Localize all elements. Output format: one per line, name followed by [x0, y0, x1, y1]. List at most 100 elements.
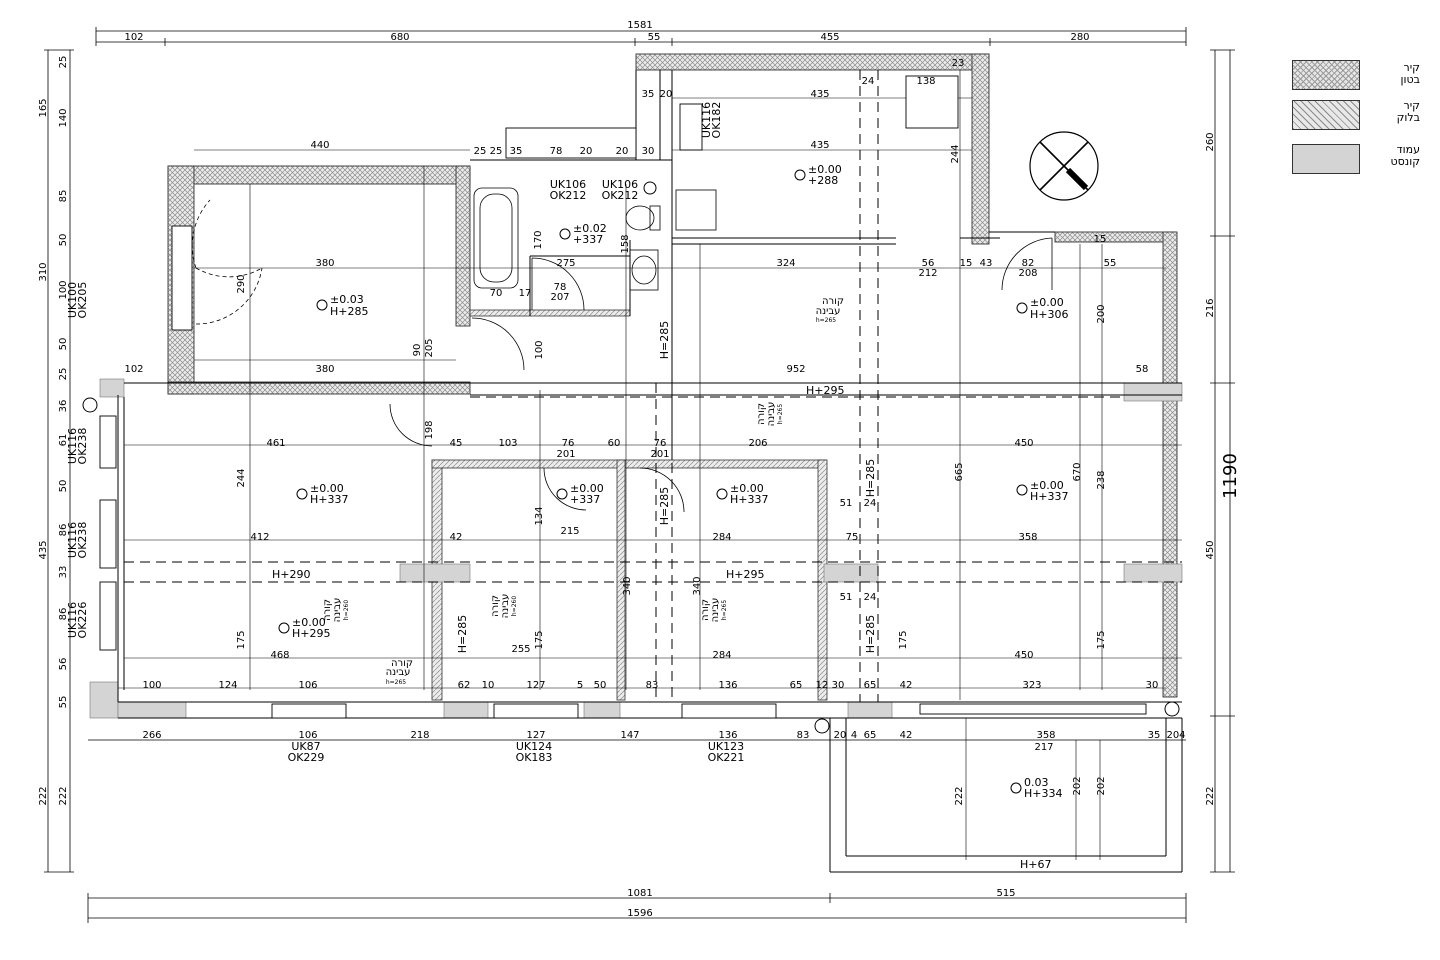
dimension-labels: 1581 102 680 55 455 280 1081 515 1596 26…: [38, 20, 1216, 919]
dim-left: 222: [38, 786, 49, 805]
dim-interior: 124: [218, 680, 237, 691]
dim-interior: 201: [556, 449, 575, 460]
dim-interior: 238: [1096, 470, 1107, 489]
dim-interior: 82: [1022, 258, 1035, 269]
dim-interior: 65: [864, 680, 877, 691]
dim-bottom: 83: [797, 730, 810, 741]
beam-note: קורה עבינה h=265: [700, 598, 728, 623]
dim-interior: 461: [266, 438, 285, 449]
height-label: H+290: [272, 568, 310, 581]
height-label: H=285: [864, 615, 877, 653]
dim-interior: 244: [950, 144, 961, 163]
dim-interior: 25: [474, 146, 487, 157]
dim-left: 222: [58, 786, 69, 805]
svg-text:±0.00: ±0.00: [292, 616, 326, 629]
svg-text:עבינה: עבינה: [332, 598, 343, 623]
window-label-ok: OK226: [76, 602, 89, 639]
dim-interior: 200: [1096, 304, 1107, 323]
svg-text:H+337: H+337: [1030, 490, 1068, 503]
legend-item-concrete-column: עמוד קונסט: [1290, 140, 1430, 184]
total-side-dimension: 1190: [1220, 453, 1241, 499]
window-label-uk: UK123: [708, 740, 744, 753]
dim-interior: 284: [712, 532, 731, 543]
svg-text:h=265: h=265: [721, 600, 728, 620]
concrete-wall-swatch: [1292, 60, 1360, 90]
svg-text:עבינה: עבינה: [500, 594, 511, 619]
dim-interior: 435: [810, 89, 829, 100]
window-label-uk: UK116: [66, 602, 79, 638]
dim-bottom: 358: [1036, 730, 1055, 741]
dim-interior: 358: [1018, 532, 1037, 543]
svg-text:±0.03: ±0.03: [330, 293, 364, 306]
window-label-uk: UK124: [516, 740, 552, 753]
north-compass-icon: [1029, 131, 1099, 201]
dim-left: 36: [58, 400, 69, 413]
concrete-columns: [89, 378, 1183, 719]
dim-left: 33: [58, 566, 69, 579]
dim-interior: 83: [646, 680, 659, 691]
window-label-ok: OK212: [602, 189, 639, 202]
level-marker: 0.03H+334: [1010, 776, 1062, 800]
height-label: H+67: [1020, 858, 1052, 871]
dim-interior: 202: [1096, 776, 1107, 795]
svg-text:עבינה: עבינה: [766, 402, 777, 427]
level-marker: ±0.00+337: [556, 482, 604, 506]
level-marker: ±0.00H+337: [716, 482, 768, 506]
dashed-lines: [124, 70, 1182, 702]
beam-note: קורה עבינה h=260: [322, 598, 350, 623]
dim-interior: 51: [840, 592, 853, 603]
dim-top: 102: [124, 32, 143, 43]
height-label: H+295: [726, 568, 764, 581]
window-label-uk: UK106: [602, 178, 638, 191]
dim-left: 61: [58, 434, 69, 447]
dim-interior: 412: [250, 532, 269, 543]
dim-bottom: 35: [1148, 730, 1161, 741]
svg-text:h=265: h=265: [386, 679, 406, 686]
dim-interior: 56: [922, 258, 935, 269]
svg-text:H+306: H+306: [1030, 308, 1068, 321]
dim-interior: 35: [510, 146, 523, 157]
window-label-ok: OK238: [76, 428, 89, 465]
dim-right: 216: [1205, 298, 1216, 317]
svg-text:±0.00: ±0.00: [808, 163, 842, 176]
dim-interior: 25: [490, 146, 503, 157]
dim-left: 86: [58, 608, 69, 621]
dim-interior: 202: [1072, 776, 1083, 795]
dim-interior: 208: [1018, 268, 1037, 279]
svg-text:עבינה: עבינה: [710, 598, 721, 623]
legend-item-block-wall: קיר בלוק: [1290, 96, 1430, 140]
dim-interior: 127: [526, 680, 545, 691]
window-label-uk: UK106: [550, 178, 586, 191]
dim-interior: 24: [864, 498, 877, 509]
dim-interior: 78: [550, 146, 563, 157]
dim-interior: 78: [554, 282, 567, 293]
window-label-ok: OK221: [708, 751, 745, 764]
sanitary-fixtures: [473, 187, 717, 291]
dim-interior: 20: [660, 89, 673, 100]
dim-left: 165: [38, 98, 49, 117]
dim-interior: 255: [511, 644, 530, 655]
height-label: H=285: [658, 487, 671, 525]
dim-right: 260: [1205, 132, 1216, 151]
dim-interior: 106: [298, 680, 317, 691]
dim-interior: 450: [1014, 438, 1033, 449]
dim-interior: 100: [534, 340, 545, 359]
dim-left: 435: [38, 540, 49, 559]
dim-interior: 175: [898, 630, 909, 649]
interior-dimension-labels: 440 380 380 25 25 35 78 20 20 30 275 78 …: [142, 58, 1158, 806]
dim-bottom: 42: [900, 730, 913, 741]
level-marker: ±0.00H+306: [1016, 296, 1068, 321]
svg-text:±0.00: ±0.00: [730, 482, 764, 495]
drain-icons: [82, 181, 1180, 734]
dim-interior: 212: [918, 268, 937, 279]
dim-interior: 103: [498, 438, 517, 449]
dim-interior: 138: [916, 76, 935, 87]
svg-text:קורה: קורה: [700, 599, 711, 621]
level-marker: ±0.00H+295: [278, 616, 330, 640]
svg-text:+337: +337: [573, 233, 603, 246]
dim-left: 50: [58, 234, 69, 247]
dim-top: 55: [648, 32, 661, 43]
svg-text:קורה: קורה: [822, 296, 844, 307]
dim-left: 25: [58, 56, 69, 69]
svg-text:±0.00: ±0.00: [310, 482, 344, 495]
